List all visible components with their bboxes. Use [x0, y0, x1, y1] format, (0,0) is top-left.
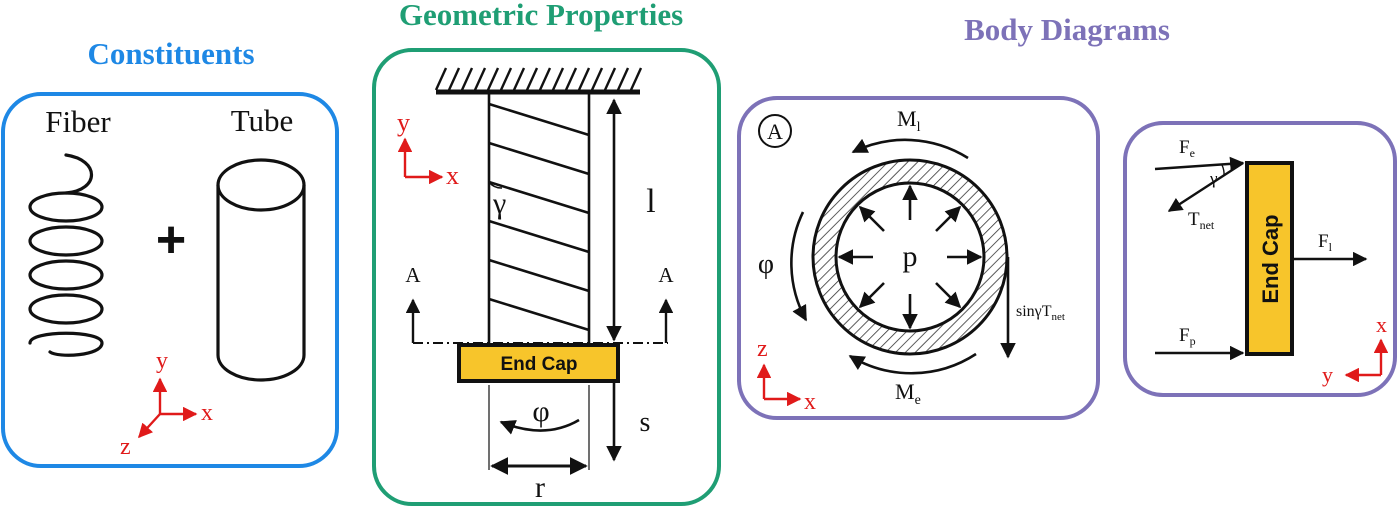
- geometric-axis-x-label: x: [446, 161, 459, 190]
- geometric-axis-y-label: y: [397, 108, 410, 137]
- cross-section-axes-icon: [756, 363, 802, 407]
- stroke-label: s: [640, 407, 651, 438]
- cross-section-axis-x-label: x: [804, 389, 816, 415]
- end-cap-label: End Cap: [500, 354, 577, 375]
- section-label-left: A: [405, 263, 421, 287]
- actuator-tube: [487, 94, 591, 343]
- length-label: l: [646, 183, 655, 220]
- tension-angle-label: γ: [1209, 169, 1218, 188]
- moment-l-arrow: [851, 138, 969, 160]
- twist-arrow: [499, 418, 580, 435]
- cross-section-axis-z-label: z: [757, 336, 768, 362]
- axis-x-label: x: [201, 400, 213, 426]
- constituents-axes-icon: [138, 377, 198, 439]
- constituents-panel: Constituents Fiber Tube + y x z: [1, 36, 339, 468]
- body-diagrams-title: Body Diagrams: [964, 12, 1170, 47]
- axis-y-label: y: [156, 348, 168, 374]
- moment-l-label: Ml: [897, 106, 921, 135]
- geometric-title: Geometric Properties: [399, 0, 683, 32]
- helix-angle-arc: [488, 181, 503, 189]
- helix-angle-label: γ: [492, 187, 506, 220]
- geometric-frame: [372, 48, 721, 506]
- body-diagrams-panel: Body Diagrams A p Ml Me φ sinγTnet: [737, 12, 1397, 420]
- section-label-right: A: [658, 263, 674, 287]
- section-badge-label: A: [767, 119, 783, 144]
- tension-net-arrow: [1167, 161, 1244, 213]
- moment-e-arrow: [848, 352, 977, 375]
- end-cap-body: [1245, 161, 1294, 356]
- twist-moment-arrow: [790, 211, 808, 322]
- tube-label: Tube: [231, 103, 294, 138]
- axis-z-label: z: [120, 434, 131, 460]
- support-hatching: [434, 67, 643, 91]
- geometric-panel: Geometric Properties γ: [372, 0, 721, 506]
- cross-section-frame: [737, 96, 1100, 420]
- geometric-axes-icon: [397, 137, 444, 185]
- twist-moment-label: φ: [758, 249, 774, 280]
- shear-force-label: sinγTnet: [1016, 303, 1065, 323]
- section-badge: [758, 114, 792, 148]
- tube-cylinder-icon: [216, 158, 306, 382]
- end-cap-body-label: End Cap: [1258, 214, 1283, 303]
- tension-net-label: Tnet: [1188, 209, 1215, 232]
- plus-sign: +: [156, 211, 186, 269]
- end-cap-axis-y-label: y: [1322, 362, 1333, 387]
- twist-label: φ: [532, 395, 549, 428]
- constituents-title: Constituents: [87, 36, 254, 71]
- end-cap-axes-icon: [1344, 338, 1389, 383]
- fiber-coil-icon: [28, 153, 104, 357]
- end-cap-fbd-frame: [1123, 121, 1397, 397]
- force-e-label: Fe: [1179, 137, 1195, 160]
- radius-label: r: [535, 471, 545, 504]
- force-l-label: Fl: [1318, 231, 1333, 254]
- pressure-label: p: [903, 240, 918, 273]
- fiber-label: Fiber: [45, 104, 111, 139]
- end-cap: [457, 343, 620, 383]
- end-cap-axis-x-label: x: [1376, 312, 1387, 337]
- constituents-frame: [1, 92, 339, 468]
- tension-angle-arc: [1221, 164, 1225, 177]
- force-p-label: Fp: [1179, 325, 1196, 348]
- moment-e-label: Me: [895, 379, 921, 408]
- pressure-arrows: [837, 184, 983, 330]
- force-e-arrow: [1154, 156, 1245, 172]
